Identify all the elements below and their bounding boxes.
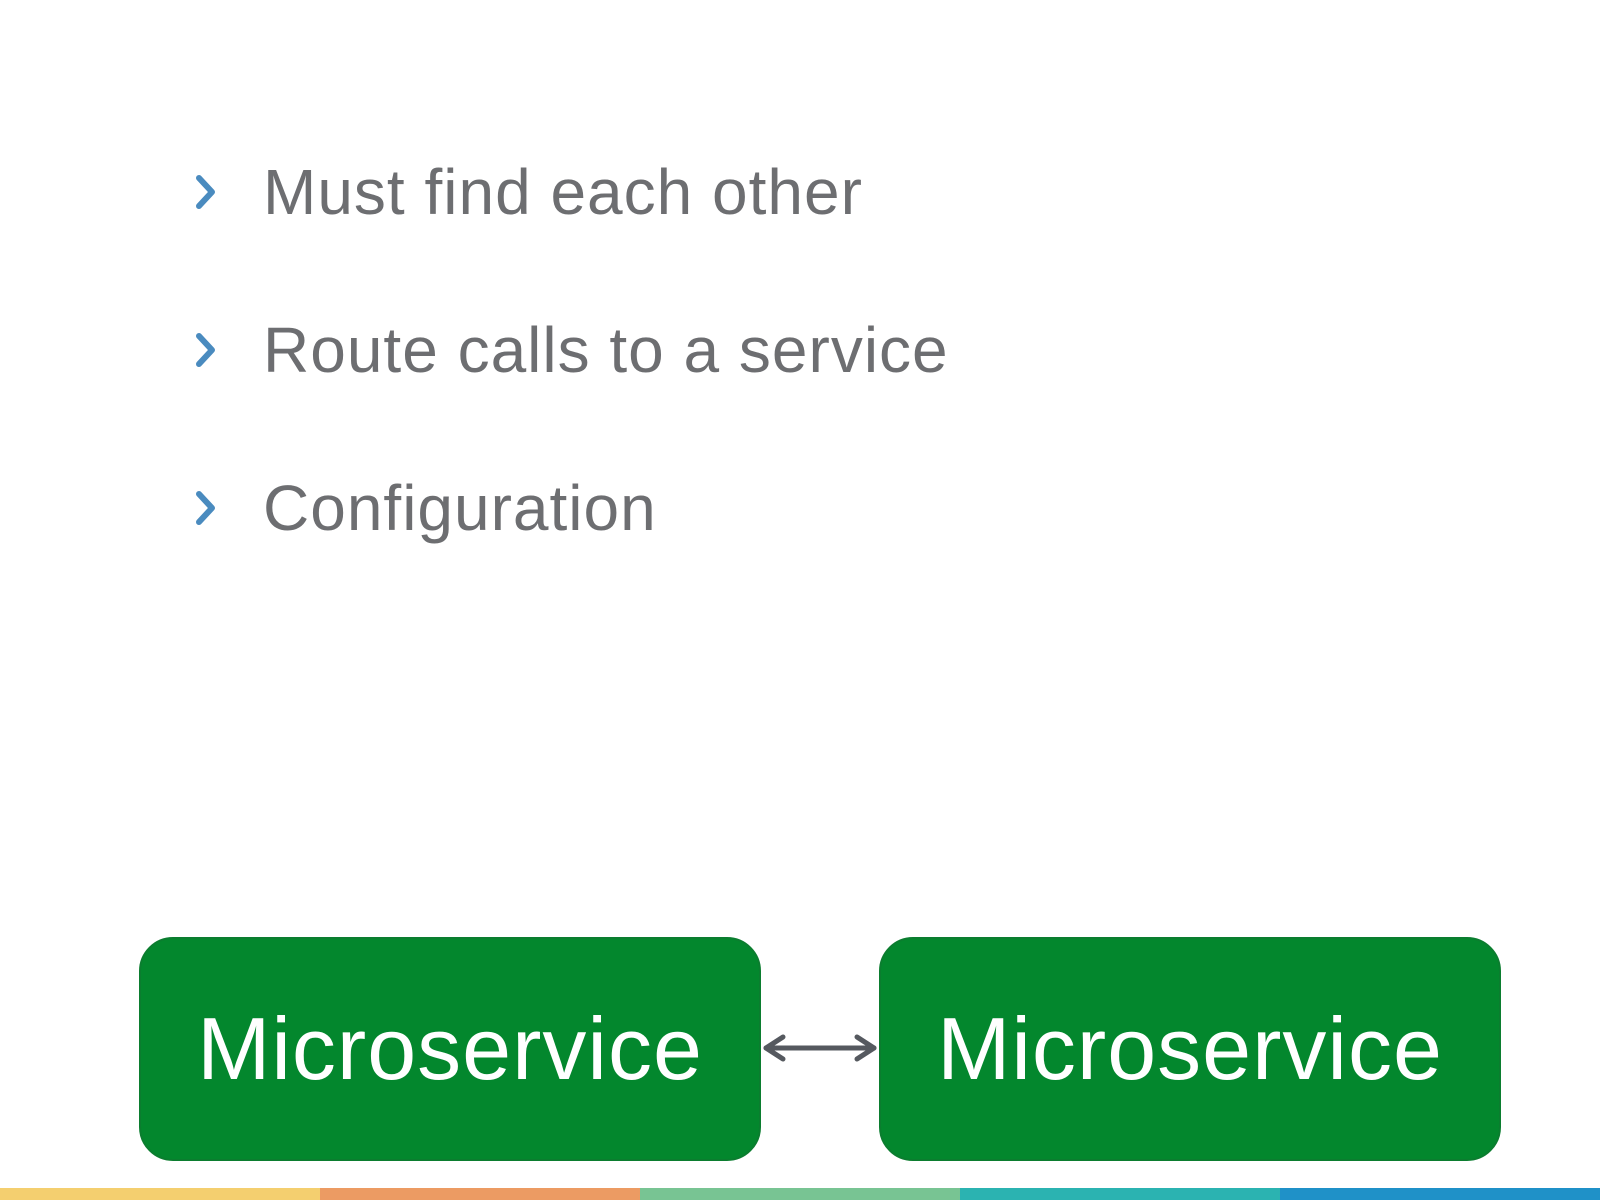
footer-bar-segment (0, 1188, 320, 1200)
color-footer-bar (0, 1188, 1600, 1200)
bullet-item: Must find each other (195, 158, 949, 226)
footer-bar-segment (960, 1188, 1280, 1200)
chevron-right-icon (195, 330, 219, 370)
chevron-right-icon (195, 172, 219, 212)
bullet-text: Route calls to a service (263, 314, 949, 386)
bullet-text: Must find each other (263, 156, 863, 228)
bullet-item: Route calls to a service (195, 316, 949, 384)
chevron-right-icon (195, 488, 219, 528)
right-microservice-box: Microservice (879, 937, 1501, 1161)
microservice-label: Microservice (937, 999, 1443, 1098)
footer-bar-segment (320, 1188, 640, 1200)
bullet-text: Configuration (263, 472, 657, 544)
footer-bar-segment (1280, 1188, 1600, 1200)
footer-bar-segment (640, 1188, 960, 1200)
bullet-item: Configuration (195, 474, 949, 542)
bidirectional-arrow-icon (763, 1034, 877, 1062)
bullet-list: Must find each other Route calls to a se… (195, 158, 949, 632)
left-microservice-box: Microservice (139, 937, 761, 1161)
microservice-label: Microservice (197, 999, 703, 1098)
